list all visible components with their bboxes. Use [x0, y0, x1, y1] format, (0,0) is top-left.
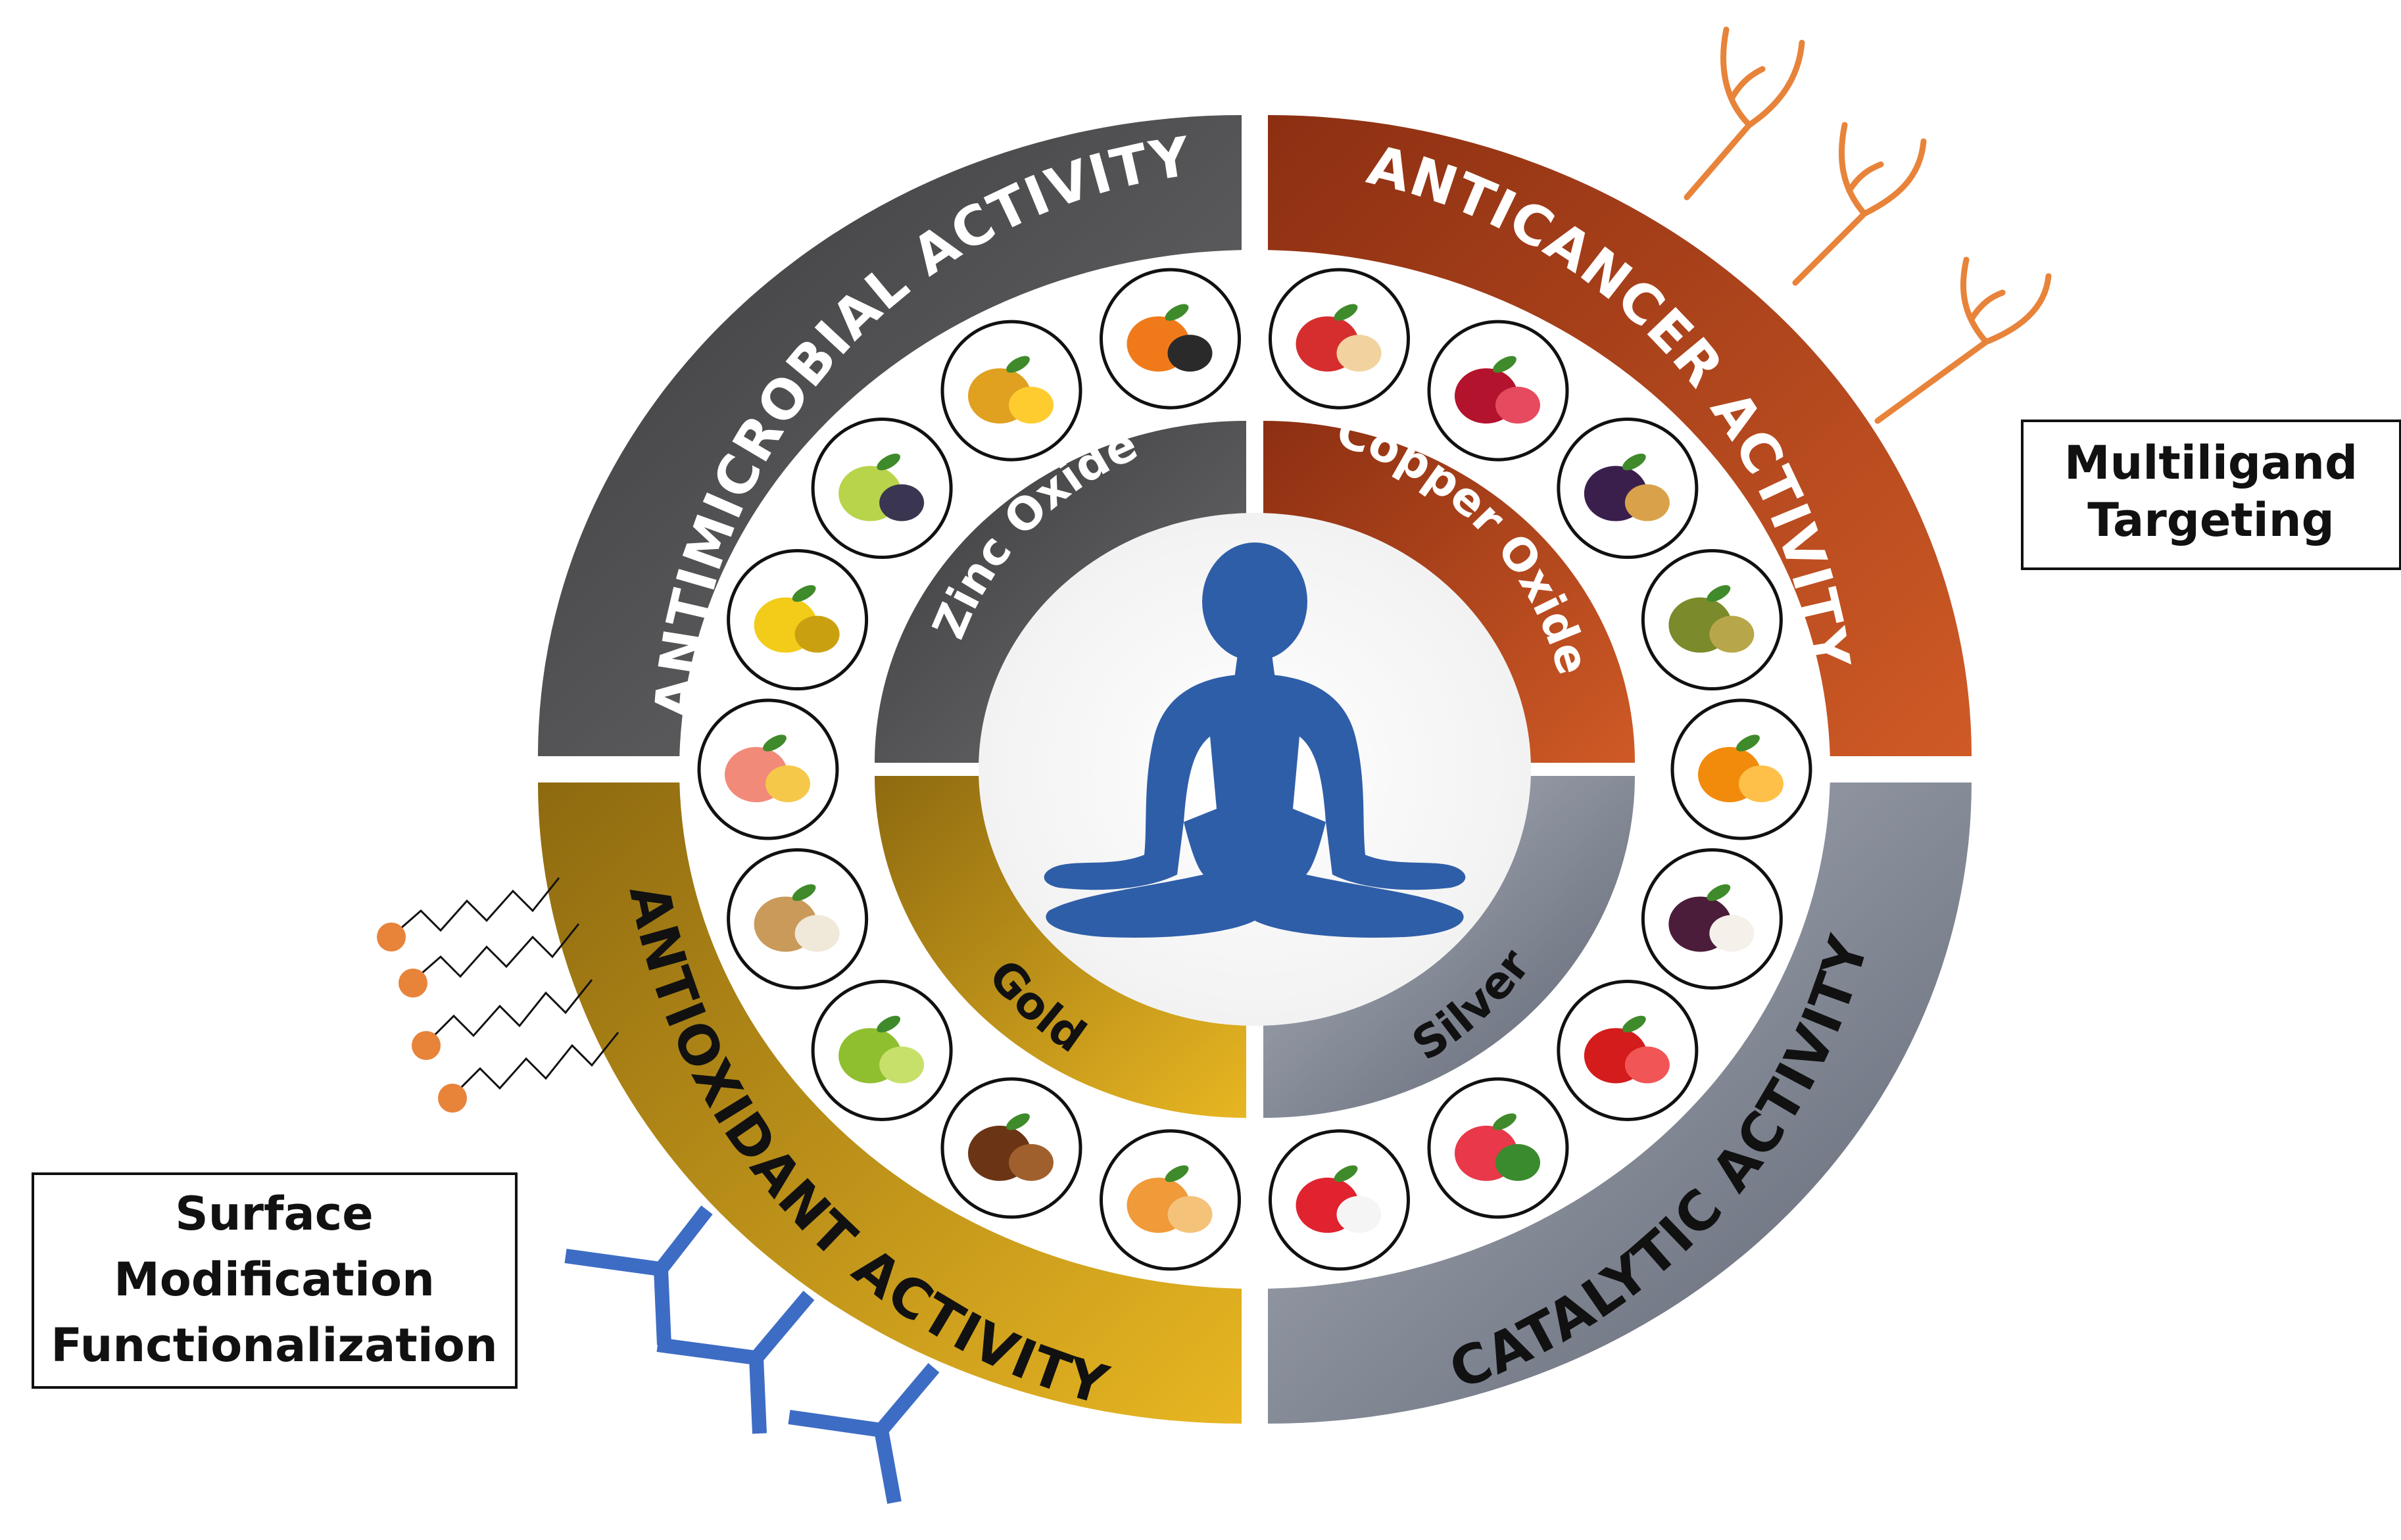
goji-berry-icon	[1557, 979, 1699, 1121]
antibody-icon	[564, 1205, 713, 1345]
surface-line3: Functionalization	[51, 1318, 497, 1372]
amla-icon	[811, 979, 953, 1121]
papaya-icon	[1100, 268, 1242, 410]
ligand-icon	[1874, 256, 2052, 424]
multiligand-ligands	[1684, 26, 2052, 424]
pomegranate-icon	[1427, 320, 1569, 462]
multiligand-line2: Targeting	[2087, 493, 2334, 547]
apricot-icon	[1100, 1129, 1242, 1271]
dates-icon	[940, 1077, 1082, 1219]
multiligand-line1: Multiligand	[2064, 436, 2358, 490]
antibody-icon	[656, 1290, 815, 1434]
surface-line1: Surface	[175, 1187, 373, 1241]
longan-icon	[727, 848, 869, 990]
chain-head-icon	[399, 969, 427, 998]
watermelon-icon	[1427, 1077, 1569, 1219]
apple-icon	[1268, 268, 1410, 410]
multiligand-targeting-box: Multiligand Targeting	[2021, 420, 2401, 570]
antibody-icon	[788, 1362, 940, 1504]
ligand-icon	[1684, 26, 1805, 201]
antibodies	[564, 1205, 940, 1504]
chain-head-icon	[377, 923, 406, 951]
plum-icon	[1557, 418, 1699, 560]
pineapple-icon	[940, 320, 1082, 462]
capers-icon	[1641, 549, 1783, 691]
meditating-figure-icon	[1044, 542, 1466, 938]
orange-icon	[1670, 698, 1812, 840]
chain-head-icon	[412, 1031, 441, 1060]
surface-modification-box: Surface Modification Functionalization	[32, 1172, 518, 1389]
ligand-icon	[1792, 122, 1927, 286]
fruit-circles	[697, 268, 1812, 1271]
strawberry-icon	[1268, 1129, 1410, 1271]
grapefruit-icon	[697, 698, 839, 840]
grapes-icon	[811, 418, 953, 560]
banana-icon	[727, 549, 869, 691]
mangosteen-icon	[1641, 848, 1783, 990]
surface-chains	[377, 877, 619, 1113]
chain-head-icon	[438, 1084, 467, 1113]
surface-line2: Modification	[114, 1253, 435, 1307]
